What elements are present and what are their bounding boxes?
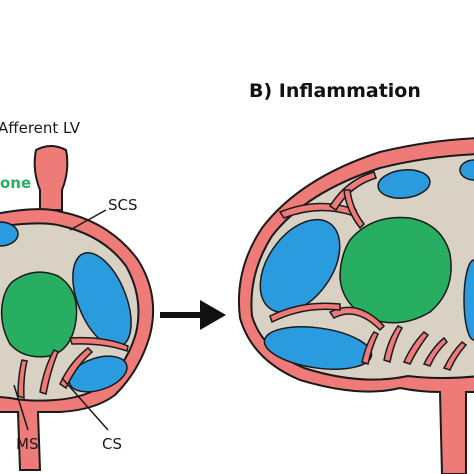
panel-b-t-zone-right-bottom	[463, 259, 474, 341]
zone-label-fragment: one	[0, 174, 31, 192]
panel-a-t-zone-top	[0, 221, 19, 247]
scs-pointer-line	[69, 209, 107, 231]
panel-b-b-cell-follicle	[339, 216, 452, 324]
cs-pointer-line	[61, 377, 109, 431]
scs-label: SCS	[108, 196, 138, 214]
panel-a-t-zone-bottom	[68, 355, 128, 393]
afferent-lv-label: Afferent LV	[0, 119, 81, 137]
panel-b-t-zone-left	[259, 218, 341, 314]
afferent-lymphatic-vessel	[33, 145, 69, 211]
ms-label: MS	[16, 435, 38, 453]
panel-b-sinuses	[269, 171, 468, 371]
ms-pointer-line	[13, 384, 29, 431]
panel-b-t-zone-top	[377, 169, 431, 199]
panel-a-b-cell-follicle	[0, 271, 78, 358]
panel-b-title: B) Inflammation	[249, 80, 421, 102]
panel-b-t-zone-right-top	[459, 159, 474, 181]
panel-b-inflamed-node	[237, 137, 474, 474]
panel-b-t-zone-bottom	[263, 326, 373, 370]
cs-label: CS	[102, 435, 122, 453]
panel-a-normal-node	[0, 145, 155, 471]
right-arrow-icon	[160, 300, 226, 330]
panel-a-sinuses	[17, 336, 129, 400]
